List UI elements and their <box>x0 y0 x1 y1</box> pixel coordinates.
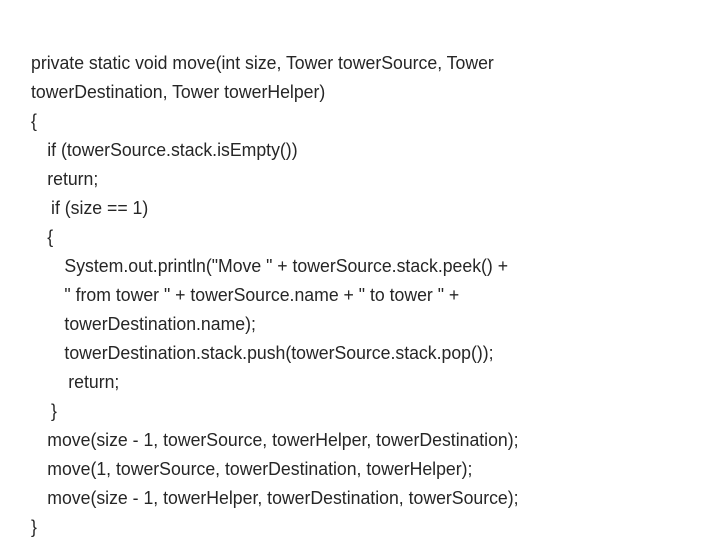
code-line: System.out.println("Move " + towerSource… <box>64 254 509 276</box>
code-line: return; <box>47 167 99 189</box>
code-line: towerDestination.stack.push(towerSource.… <box>64 341 494 363</box>
code-line: move(size - 1, towerSource, towerHelper,… <box>47 428 519 450</box>
code-block: private static void move(int size, Tower… <box>31 48 661 541</box>
code-line: towerDestination, Tower towerHelper) <box>31 80 326 102</box>
code-line: move(1, towerSource, towerDestination, t… <box>47 457 473 479</box>
code-line: move(size - 1, towerHelper, towerDestina… <box>47 486 519 508</box>
code-line: if (size == 1) <box>51 196 149 218</box>
code-line: } <box>31 515 37 537</box>
code-line: private static void move(int size, Tower… <box>31 51 494 73</box>
code-line: { <box>47 225 54 247</box>
code-line: if (towerSource.stack.isEmpty()) <box>47 138 298 160</box>
code-line: " from tower " + towerSource.name + " to… <box>64 283 460 305</box>
code-line: return; <box>68 370 120 392</box>
code-line: towerDestination.name); <box>64 312 256 334</box>
code-line: { <box>31 109 37 131</box>
code-line: } <box>51 399 57 421</box>
